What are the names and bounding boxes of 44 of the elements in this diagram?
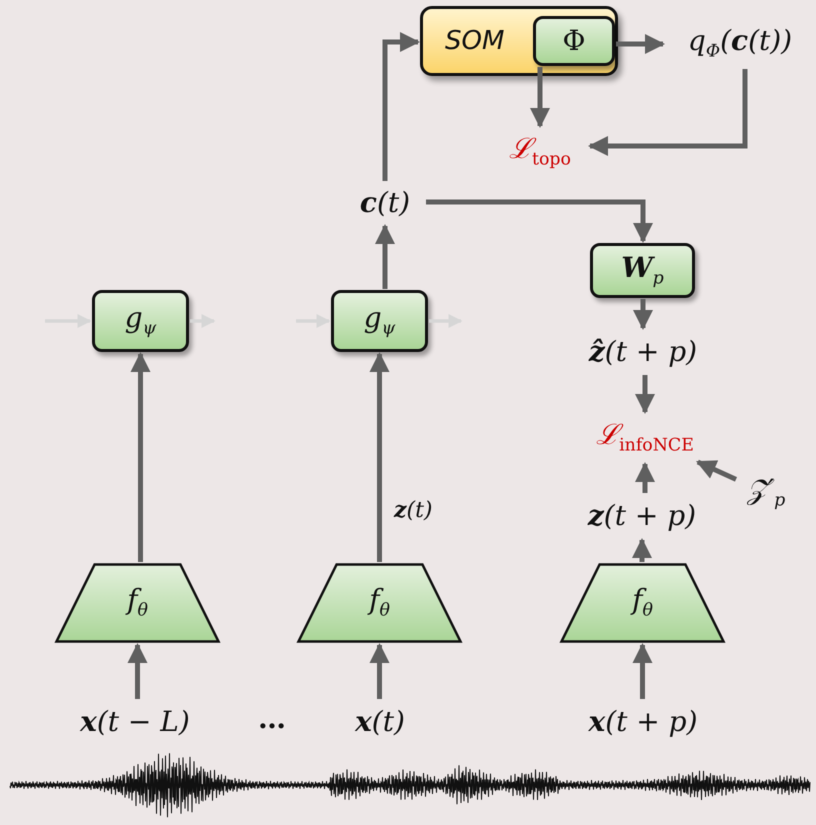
ellipsis-label: … (258, 705, 286, 733)
math-label: q$_{Φ}$(c(t)) (688, 27, 792, 61)
box-label: g$_{ψ}$ (124, 304, 156, 338)
box-label: g$_{ψ}$ (364, 304, 396, 338)
arrow (635, 375, 655, 414)
loss-label: ℒ$_{topo}$ (509, 135, 571, 169)
arrow (128, 643, 148, 699)
loss-label: ℒ$_{infoNCE}$ (596, 421, 694, 455)
math-label: c(t) (360, 189, 410, 217)
arrow (616, 34, 665, 54)
process-box (331, 290, 428, 352)
arrow (370, 643, 390, 699)
som-box (420, 6, 618, 76)
math-label: z(t + p) (588, 502, 696, 530)
math-label: 𝒵′$_{p}$ (746, 476, 786, 510)
process-box (590, 243, 695, 298)
arrow (190, 314, 216, 328)
arrow (633, 299, 653, 330)
arrow (588, 69, 748, 156)
arrow (296, 314, 330, 328)
arrow (45, 314, 92, 328)
arrow (632, 643, 652, 699)
arrow (370, 352, 390, 562)
arrow (382, 32, 420, 181)
arrow (130, 352, 150, 562)
arrow (426, 200, 653, 243)
math-label: x(t − L) (80, 708, 190, 736)
arrow (635, 462, 655, 493)
math-label: x(t) (355, 708, 405, 736)
math-label: x(t + p) (588, 708, 698, 736)
box-label: W$_{p}$ (621, 254, 664, 288)
process-box (92, 290, 189, 352)
process-box (533, 16, 615, 66)
arrow (429, 314, 462, 328)
box-label: f$_{θ}$ (369, 586, 390, 620)
box-label: SOM (445, 28, 504, 54)
box-label: f$_{θ}$ (632, 586, 653, 620)
arrow (632, 538, 652, 562)
box-label: Φ (562, 27, 586, 55)
math-label: ẑ(t + p) (588, 338, 698, 366)
box-label: f$_{θ}$ (127, 586, 148, 620)
arrow (696, 460, 738, 482)
arrow (375, 224, 395, 289)
arrow (530, 67, 550, 128)
